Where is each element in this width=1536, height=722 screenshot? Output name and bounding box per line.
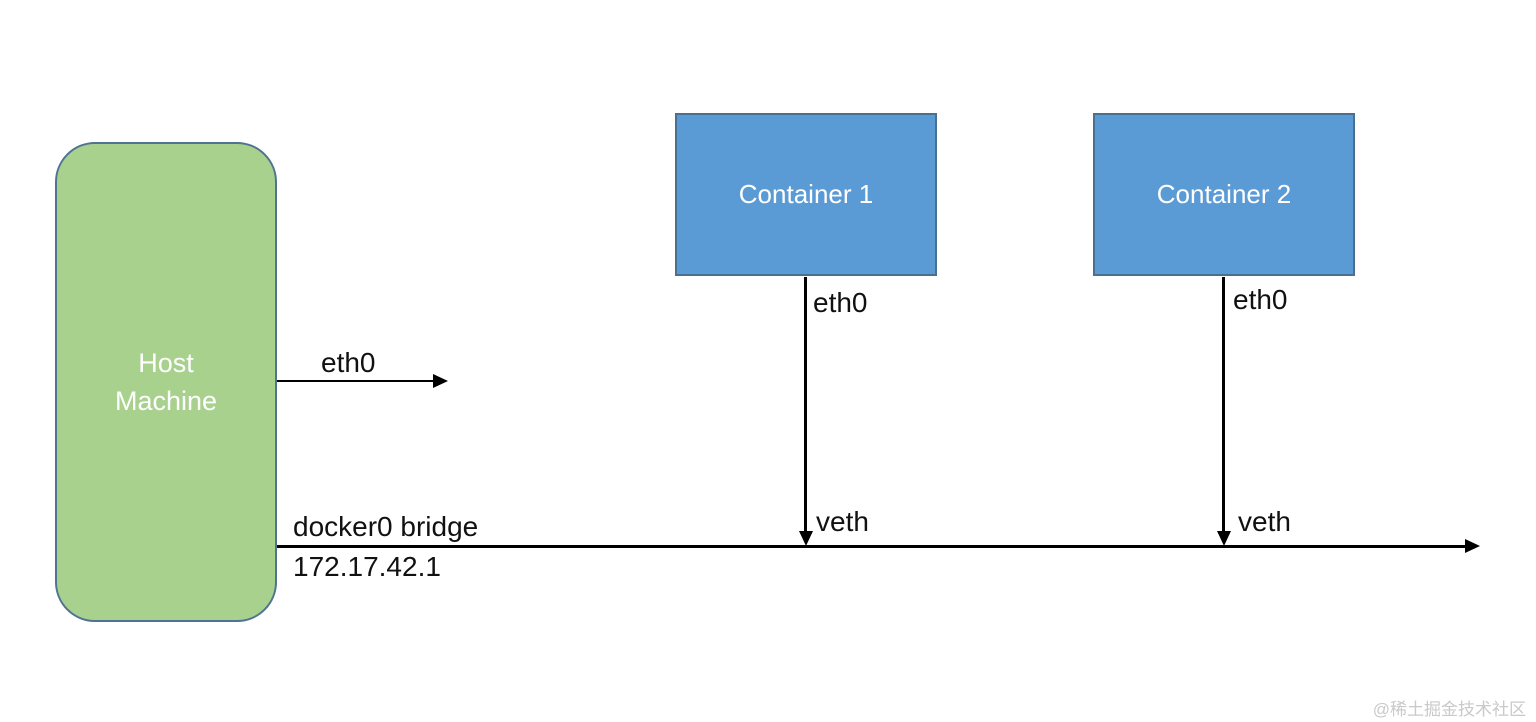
docker0-bridge-ip-label: 172.17.42.1 bbox=[293, 551, 441, 582]
host-machine-label: Host Machine bbox=[114, 348, 218, 416]
container-2-veth-arrowhead-icon bbox=[1217, 531, 1231, 546]
container-1-veth-arrowhead-icon bbox=[799, 531, 813, 546]
host-eth0-connector-line bbox=[277, 380, 435, 382]
docker0-bridge-line bbox=[277, 545, 1467, 548]
host-eth0-label: eth0 bbox=[321, 347, 376, 378]
watermark-text: @稀土掘金技术社区 bbox=[1372, 700, 1526, 719]
container-2-veth-connector-line bbox=[1222, 277, 1225, 533]
container-2-veth-label: veth bbox=[1238, 506, 1291, 537]
host-eth0-arrowhead-icon bbox=[433, 374, 448, 388]
container-1-veth-connector-line bbox=[804, 277, 807, 533]
container-2-label: Container 2 bbox=[1156, 179, 1292, 209]
container-1-eth0-label: eth0 bbox=[813, 287, 868, 318]
docker0-bridge-arrowhead-icon bbox=[1465, 539, 1480, 553]
container-2-eth0-label: eth0 bbox=[1233, 284, 1288, 315]
container-1-label: Container 1 bbox=[738, 179, 874, 209]
container-2-node: Container 2 bbox=[1093, 113, 1355, 276]
host-machine-node: Host Machine bbox=[55, 142, 277, 622]
container-1-node: Container 1 bbox=[675, 113, 937, 276]
container-1-veth-label: veth bbox=[816, 506, 869, 537]
docker0-bridge-label: docker0 bridge bbox=[293, 511, 479, 542]
